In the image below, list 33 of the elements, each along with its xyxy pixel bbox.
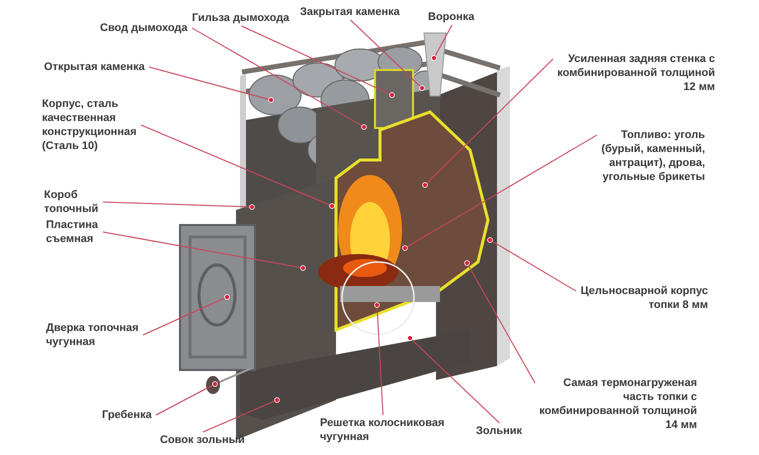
callout-label: Гильза дымохода <box>192 11 291 25</box>
callout-label: Воронка <box>428 10 476 24</box>
leader-line <box>241 26 395 98</box>
leader-line <box>374 302 384 416</box>
callout-label: Самая термонагруженая часть топки с комбинированной толщиной 14 мм <box>538 376 697 432</box>
callout-label: Свод дымохода <box>100 21 189 35</box>
callout-label: Зольник <box>476 424 523 438</box>
callout-label: Короб топочный <box>44 188 100 216</box>
leader-line <box>422 58 554 188</box>
callout-label: Дверка топочная чугунная <box>46 321 140 349</box>
leader-line <box>407 335 500 424</box>
callout-label: Топливо: уголь (бурый, каменный, антрацит), дрова, угольные брикеты <box>600 128 705 184</box>
leader-line <box>156 381 218 416</box>
leader-line <box>464 260 536 384</box>
callout-label: Пластина съемная <box>46 218 100 246</box>
leader-line <box>202 397 280 432</box>
callout-label: Гребенка <box>102 408 153 422</box>
leader-line <box>148 66 274 103</box>
leader-line <box>487 237 576 292</box>
leader-line <box>402 134 598 251</box>
callout-label: Цельносварной корпус топки 8 мм <box>579 284 708 312</box>
leader-line <box>102 202 255 210</box>
callout-label: Усиленная задняя стенка с комбинированной толщиной 12 мм <box>556 52 715 94</box>
leader-line <box>431 24 452 61</box>
leader-line <box>350 20 425 91</box>
callout-label: Закрытая каменка <box>300 5 401 19</box>
callout-label: Открытая каменка <box>44 60 146 74</box>
leader-line <box>140 124 335 209</box>
leader-line <box>142 294 230 336</box>
callout-label: Решетка колосниковая чугунная <box>320 416 446 444</box>
callout-label: Корпус, сталь качественная конструкционная (Сталь 10) <box>42 97 138 153</box>
leader-line <box>102 232 306 271</box>
leader-line <box>192 28 367 130</box>
